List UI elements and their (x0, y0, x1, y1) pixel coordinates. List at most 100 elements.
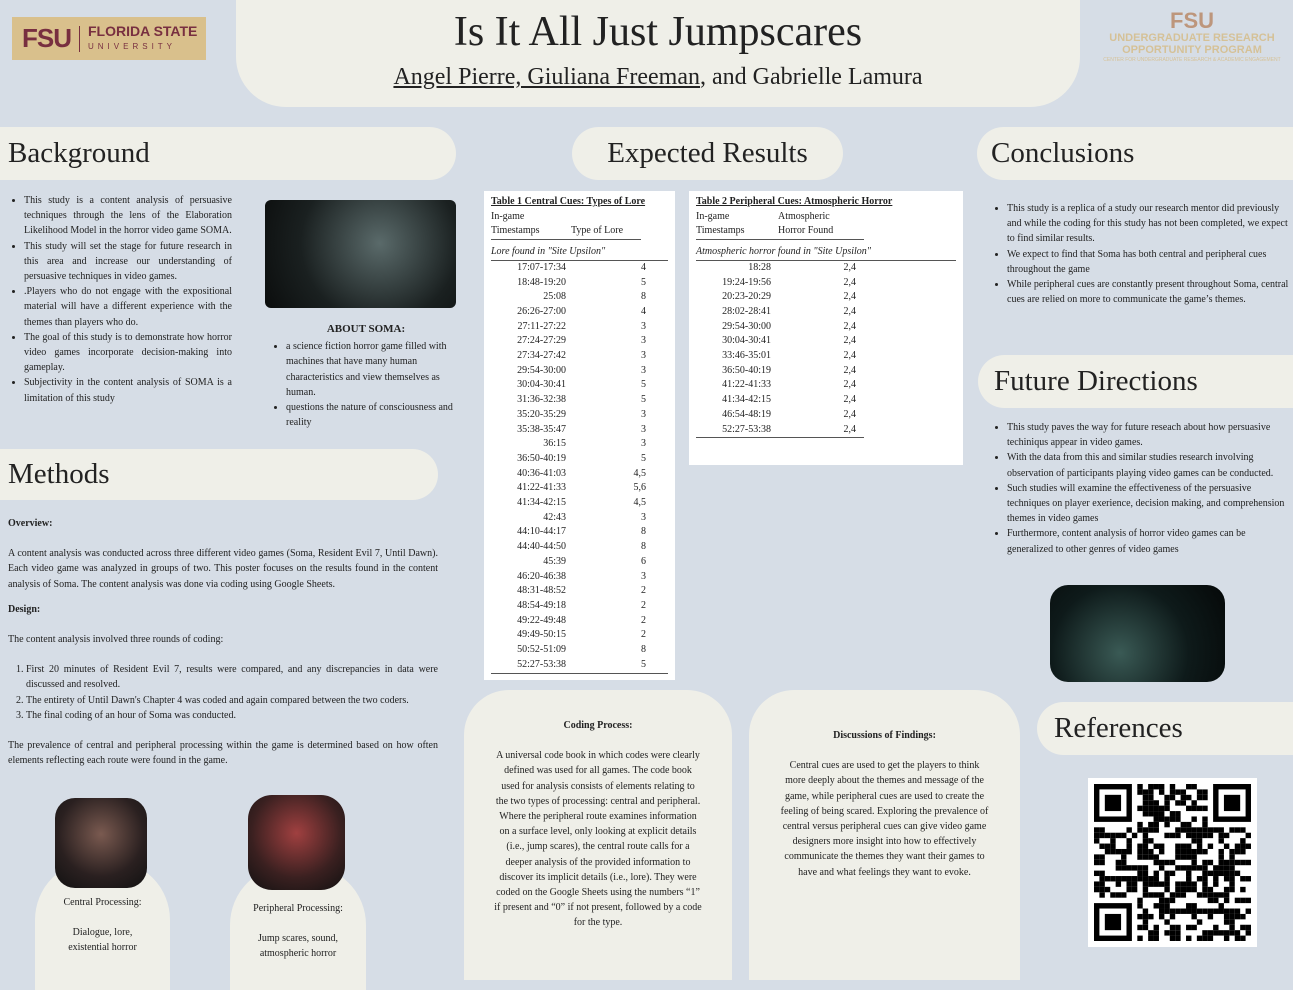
qr-module (1148, 784, 1154, 790)
section-heading: Future Directions (994, 365, 1198, 397)
value-cell: 3 (641, 408, 646, 420)
qr-module (1180, 892, 1187, 898)
qr-module (1207, 870, 1214, 877)
qr-module (1153, 903, 1159, 909)
qr-code[interactable] (1088, 778, 1257, 947)
qr-module (1196, 919, 1203, 925)
qr-module (1186, 881, 1192, 887)
qr-module (1169, 816, 1176, 822)
qr-module (1153, 930, 1159, 936)
qr-module (1158, 913, 1165, 920)
qr-module (1126, 838, 1132, 844)
qr-module (1191, 827, 1197, 833)
qr-module (1104, 848, 1111, 855)
qr-module (1148, 876, 1154, 882)
qr-module (1223, 886, 1230, 893)
overview-label: Overview: (8, 518, 53, 529)
table-section: Atmospheric horror found in "Site Upsilo… (696, 245, 956, 261)
methods-body: Overview: A content analysis was conduct… (8, 516, 438, 768)
col-header: In-game (491, 210, 525, 222)
about-title: ABOUT SOMA: (326, 323, 406, 335)
timestamp-cell: 27:24-27:29 (517, 335, 566, 347)
qr-module (1137, 903, 1143, 909)
qr-module (1207, 827, 1214, 833)
qr-module (1223, 908, 1230, 914)
qr-module (1186, 903, 1192, 909)
qr-module (1142, 832, 1149, 839)
value-cell: 2,4 (843, 276, 857, 288)
qr-module (1153, 881, 1159, 887)
value-cell: 5 (641, 276, 646, 288)
qr-module (1186, 886, 1192, 893)
peripheral-desc: Jump scares, sound, atmospheric horror (258, 933, 338, 960)
qr-module (1207, 843, 1214, 849)
list-item: Such studies will examine the effectiven… (1007, 481, 1290, 527)
qr-module (1142, 811, 1149, 817)
qr-module (1164, 908, 1170, 914)
qr-module (1164, 881, 1170, 887)
references-header: References (1037, 702, 1293, 755)
qr-module (1126, 865, 1132, 871)
qr-module (1126, 876, 1132, 882)
qr-module (1148, 935, 1154, 941)
table-1: Table 1 Central Cues: Types of Lore In-g… (484, 191, 675, 680)
qr-module (1137, 876, 1143, 882)
qr-module (1240, 913, 1246, 920)
qr-module (1164, 870, 1170, 877)
qr-module (1207, 859, 1214, 866)
list-item: With the data from this and similar stud… (1007, 450, 1290, 480)
col-header: Horror Found (778, 225, 834, 237)
qr-module (1164, 897, 1170, 904)
section-heading: Conclusions (991, 137, 1135, 169)
timestamp-cell: 49:22-49:48 (517, 614, 566, 626)
value-cell: 4 (641, 261, 646, 273)
value-cell: 2,4 (843, 423, 857, 435)
qr-module (1229, 876, 1235, 882)
qr-module (1137, 870, 1143, 877)
qr-module (1142, 870, 1149, 877)
col-header: Type of Lore (571, 225, 624, 237)
qr-module (1137, 913, 1143, 920)
qr-module (1099, 886, 1105, 893)
qr-module (1186, 805, 1192, 812)
qr-module (1223, 870, 1230, 877)
qr-module (1104, 794, 1122, 812)
qr-module (1142, 800, 1149, 806)
qr-module (1196, 876, 1203, 882)
qr-module (1196, 843, 1203, 849)
qr-module (1169, 897, 1176, 904)
qr-module (1202, 935, 1208, 941)
qr-module (1175, 843, 1181, 849)
qr-module (1175, 789, 1181, 795)
qr-module (1158, 816, 1165, 822)
value-cell: 5 (641, 394, 646, 406)
qr-module (1169, 892, 1176, 898)
qr-module (1229, 870, 1235, 877)
timestamp-cell: 35:38-35:47 (517, 423, 566, 435)
value-cell: 8 (641, 541, 646, 553)
qr-module (1094, 827, 1100, 833)
qr-module (1142, 789, 1149, 795)
qr-module (1218, 903, 1224, 909)
value-cell: 5 (641, 452, 646, 464)
table-title: Table 2 Peripheral Cues: Atmospheric Hor… (696, 196, 893, 207)
qr-module (1245, 908, 1251, 914)
qr-module (1137, 924, 1143, 931)
design-label: Design: (8, 603, 41, 615)
value-cell: 3 (641, 364, 646, 376)
central-image (55, 798, 147, 888)
qr-module (1164, 886, 1170, 893)
qr-module (1196, 805, 1203, 812)
qr-module (1148, 892, 1154, 898)
timestamp-cell: 30:04-30:41 (722, 335, 771, 347)
qr-module (1164, 903, 1170, 909)
qr-module (1153, 859, 1159, 866)
